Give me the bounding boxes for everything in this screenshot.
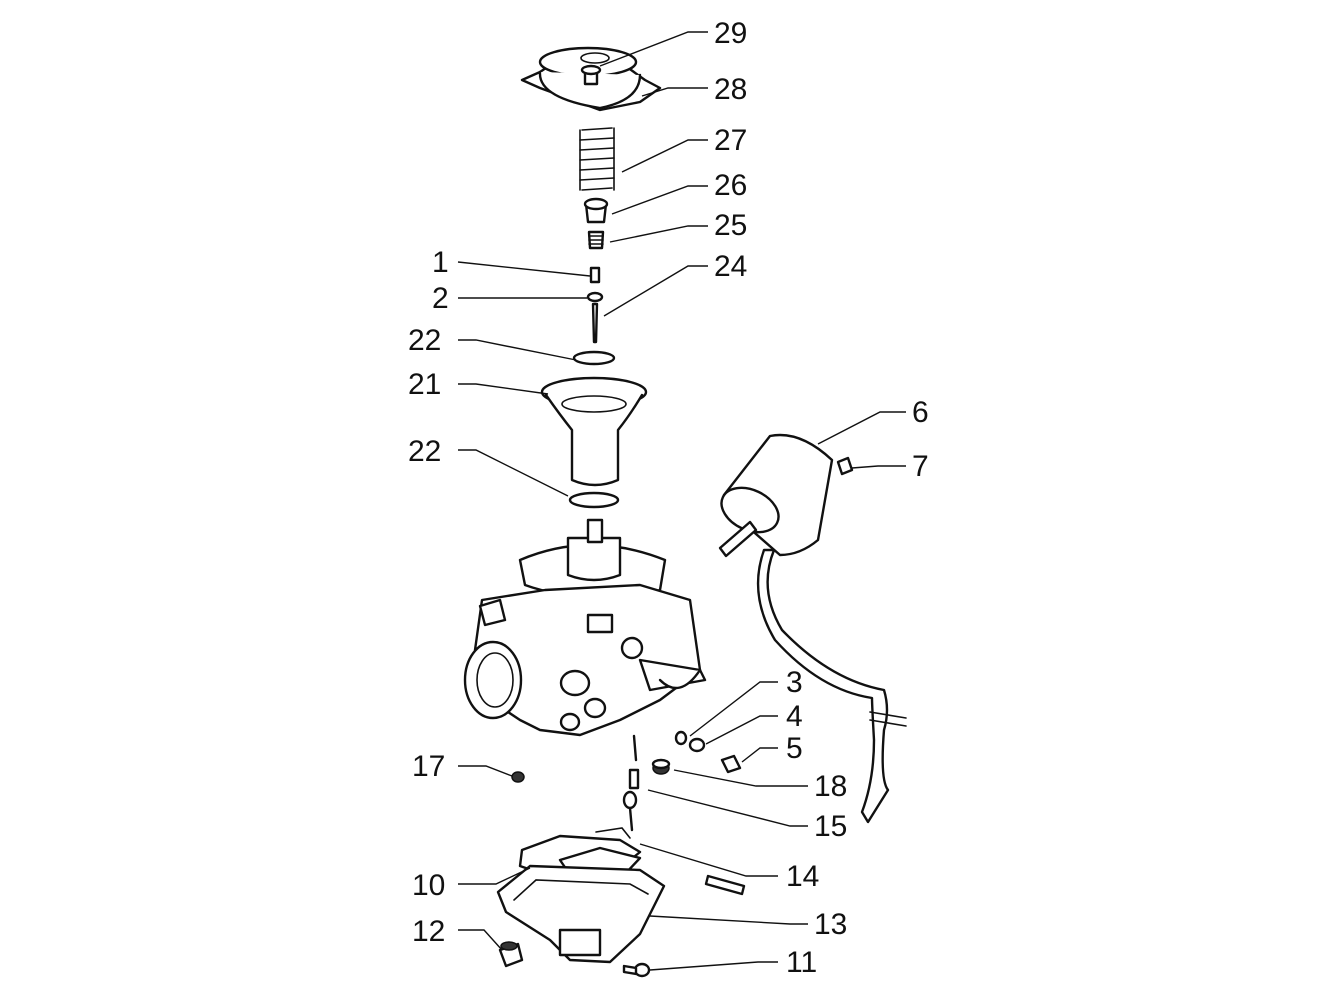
part-small-nut: [511, 771, 525, 783]
part-carburetor-body: [463, 518, 707, 737]
part-drain-screw: [498, 941, 524, 968]
callout-22-upper: 22: [408, 324, 441, 357]
part-auto-choke: [718, 433, 907, 824]
part-diaphragm-piston: [540, 376, 648, 487]
callout-24: 24: [714, 250, 747, 283]
part-idle-screw-set: [651, 730, 742, 775]
part-float-bowl: [496, 864, 666, 964]
part-float-needle: [622, 734, 640, 832]
callout-25: 25: [714, 209, 747, 242]
leader-lines: [457, 31, 906, 971]
callout-4: 4: [786, 700, 803, 733]
callout-27: 27: [714, 124, 747, 157]
callout-6: 6: [912, 396, 929, 429]
part-ring-upper: [572, 350, 616, 366]
part-float-pin: [704, 874, 746, 896]
part-spring: [579, 127, 615, 191]
part-jet-needle: [586, 266, 604, 344]
callout-26: 26: [714, 169, 747, 202]
callout-10: 10: [412, 869, 445, 902]
callout-1: 1: [432, 246, 449, 279]
callout-13: 13: [814, 908, 847, 941]
callout-14: 14: [786, 860, 819, 893]
callout-5: 5: [786, 732, 803, 765]
callout-labels: 29 28 27 26 25 1 2 24 22 21 22 6 7 3 4 5…: [408, 17, 929, 979]
callout-17: 17: [412, 750, 445, 783]
callout-29: 29: [714, 17, 747, 50]
callout-12: 12: [412, 915, 445, 948]
part-top-cover: [520, 46, 662, 112]
callout-28: 28: [714, 73, 747, 106]
callout-11: 11: [786, 946, 817, 979]
part-ring-lower: [568, 491, 620, 509]
part-spring-seat: [583, 197, 609, 224]
callout-3: 3: [786, 666, 803, 699]
callout-2: 2: [432, 282, 449, 315]
callout-22-lower: 22: [408, 435, 441, 468]
callout-15: 15: [814, 810, 847, 843]
callout-21: 21: [408, 368, 441, 401]
part-needle-clip: [587, 230, 605, 250]
part-screw: [622, 962, 651, 978]
callout-18: 18: [814, 770, 847, 803]
callout-7: 7: [912, 450, 929, 483]
